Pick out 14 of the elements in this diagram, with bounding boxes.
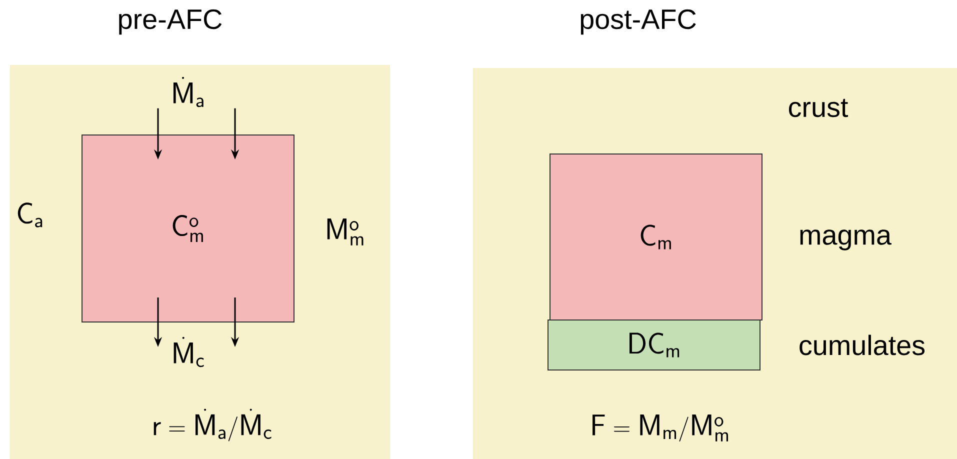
node-label: post-AFC bbox=[580, 9, 696, 35]
ratio-formula: $\mathsf{r}=\dot{\mathsf{M}}_{\mathsf{a}}/\dot{\mathsf{M}}_{\mathsf{c}}$ bbox=[154, 408, 272, 442]
composition-label: $\mathsf{C}_{\mathsf{a}}$ bbox=[18, 202, 42, 228]
magma-box: $\mathsf{C}^{\mathsf{o}}_{\mathsf{m}}$ bbox=[82, 134, 294, 322]
magma-box: $\mathsf{C}_{\mathsf{m}}$ bbox=[550, 154, 762, 320]
layer-label: cumulates bbox=[800, 334, 925, 356]
mass-label: $\mathsf{M}^{\mathsf{o}}_{\mathsf{m}}$ bbox=[327, 218, 364, 246]
flux-label: $\dot{\mathsf{M}}_{\mathsf{a}}$ bbox=[173, 76, 204, 108]
node-label: pre-AFC bbox=[119, 9, 222, 35]
layer-label: magma bbox=[800, 230, 892, 250]
cumulates-box: $\mathsf{DC}_{\mathsf{m}}$ bbox=[548, 320, 760, 370]
layer-label: crust bbox=[788, 98, 848, 118]
flux-label: $\dot{\mathsf{M}}_{\mathsf{c}}$ bbox=[174, 336, 204, 368]
fraction-formula: $\mathsf{F}=\mathsf{M}_{\mathsf{m}}/\mathsf{M}^{\mathsf{o}}_{\mathsf{m}}$ bbox=[592, 414, 728, 442]
